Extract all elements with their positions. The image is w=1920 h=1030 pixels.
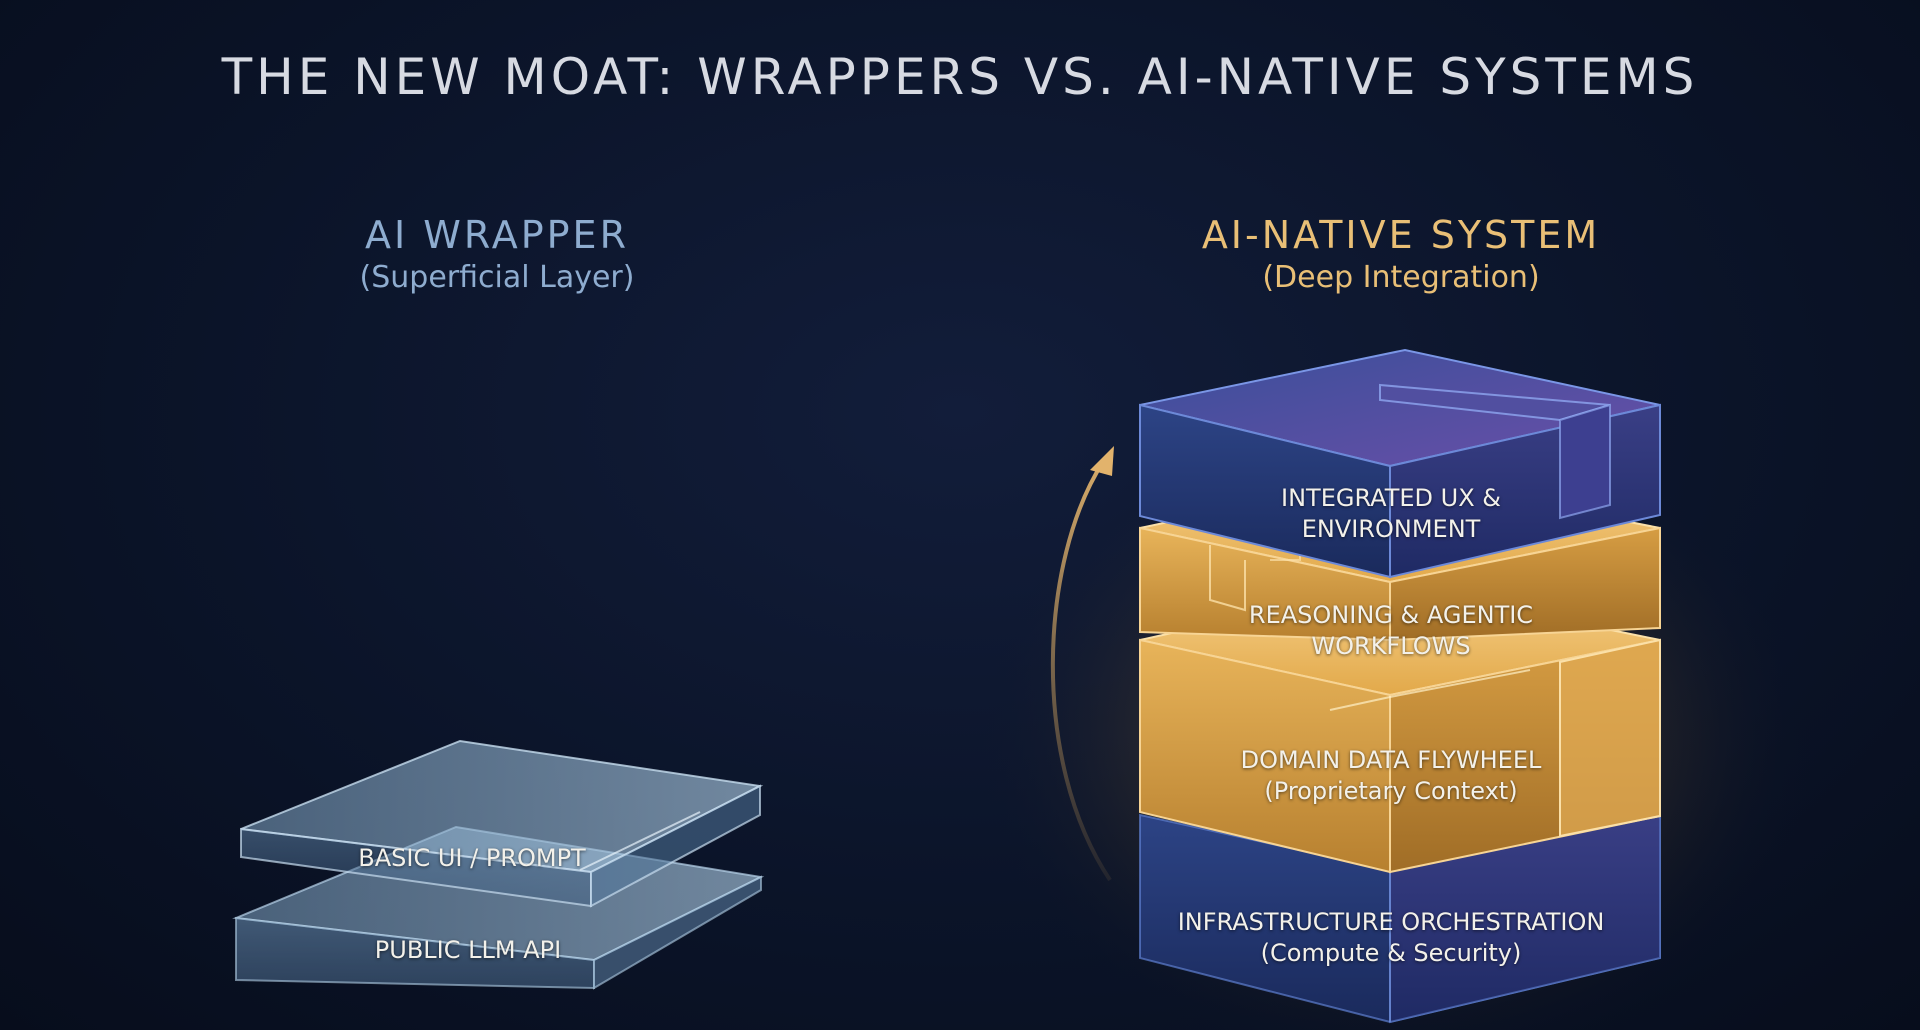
native-layer-infrastructure [1139, 808, 1661, 1024]
native-label-domain-data: DOMAIN DATA FLYWHEEL (Proprietary Contex… [1240, 746, 1542, 805]
native-title: AI-NATIVE SYSTEM [1201, 213, 1601, 257]
native-stack [1139, 348, 1661, 1024]
native-layer-integrated-ux [1139, 348, 1661, 579]
wrapper-layer-basic-ui [240, 739, 764, 908]
wrapper-subtitle: (Superficial Layer) [359, 260, 635, 295]
native-heading: AI-NATIVE SYSTEM (Deep Integration) [1051, 212, 1751, 298]
growth-arrow [1050, 446, 1114, 882]
wrapper-label-basic-ui: BASIC UI / PROMPT [358, 844, 586, 872]
native-subtitle: (Deep Integration) [1262, 260, 1540, 295]
wrapper-title: AI WRAPPER [365, 213, 629, 257]
page-title: THE NEW MOAT: WRAPPERS VS. AI-NATIVE SYS… [221, 48, 1699, 106]
wrapper-label-llm-api: PUBLIC LLM API [374, 936, 562, 964]
native-label-integrated-ux: INTEGRATED UX & ENVIRONMENT [1281, 484, 1501, 543]
native-label-reasoning: REASONING & AGENTIC WORKFLOWS [1248, 601, 1534, 660]
native-label-infrastructure: INFRASTRUCTURE ORCHESTRATION (Compute & … [1177, 908, 1605, 967]
wrapper-stack [150, 739, 815, 990]
wrapper-heading: AI WRAPPER (Superficial Layer) [147, 212, 847, 298]
